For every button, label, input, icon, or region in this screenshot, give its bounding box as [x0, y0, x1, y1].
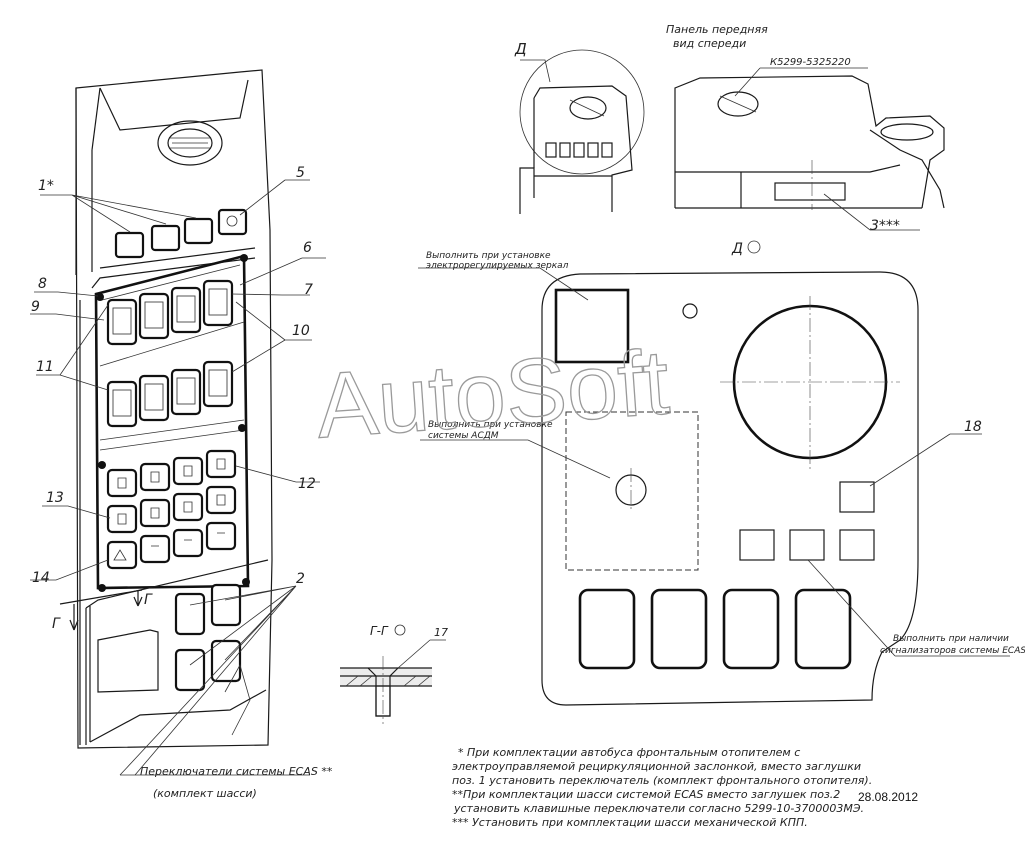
watermark: AutoSoft — [313, 331, 672, 457]
pos-10: 10 — [292, 323, 310, 339]
note-mirrors-2: электрорегулируемых зеркал — [426, 261, 569, 271]
pos-1: 1* — [38, 178, 54, 194]
note-ecas-switch-2: (комплект шасси) — [153, 787, 257, 800]
pos-18: 18 — [964, 419, 982, 435]
rocker-row-2 — [106, 360, 234, 428]
footnote-3: поз. 1 установить переключатель (комплек… — [452, 774, 872, 787]
left-leaders — [30, 179, 326, 776]
pos-2: 2 — [296, 571, 305, 587]
drawing-date: 28.08.2012 — [858, 790, 918, 804]
pos-13: 13 — [46, 490, 64, 506]
note-acdn-1: Выполнить при установке — [428, 420, 553, 430]
view-d-buttons — [545, 142, 613, 158]
pos-3: 3*** — [870, 218, 900, 234]
labels: Панель передняя вид спереди Д К5299-5325… — [31, 23, 1025, 829]
note-ecas-signal-2: сигнализаторов системы ECAS — [880, 646, 1025, 656]
top-plug-buttons — [114, 208, 248, 259]
pos-7: 7 — [304, 282, 313, 298]
front-view-title-1: Панель передняя — [666, 23, 768, 36]
footnote-4: **При комплектации шасси системой ECAS в… — [452, 788, 840, 801]
note-ecas-signal-1: Выполнить при наличии — [893, 634, 1009, 644]
section-g-label: Г-Г — [370, 624, 389, 638]
note-acdn-2: системы АСДМ — [428, 431, 499, 441]
pos-17: 17 — [434, 626, 448, 639]
ecas-switches — [174, 583, 242, 692]
pos-8: 8 — [38, 276, 47, 292]
section-g-g — [340, 639, 446, 724]
rotation-circle-icon — [394, 624, 406, 636]
view-d-label: Д — [514, 40, 527, 58]
footnote-2: электроуправляемой рециркуляционной засл… — [452, 760, 861, 773]
switch-grid — [106, 449, 237, 570]
pos-5: 5 — [296, 165, 305, 181]
mounting-dots — [96, 254, 250, 592]
section-arrow-left: Г — [52, 616, 61, 632]
pos-12: 12 — [298, 476, 316, 492]
note-mirrors-1: Выполнить при установке — [426, 251, 551, 261]
footnote-6: *** Установить при комплектации шасси ме… — [452, 816, 808, 829]
view-d-layout — [418, 267, 1010, 706]
footnote-5: установить клавишные переключатели согла… — [453, 802, 864, 815]
pos-14: 14 — [32, 570, 50, 586]
part-number: К5299-5325220 — [770, 57, 851, 68]
note-ecas-switch-1: Переключатели системы ECAS ** — [140, 765, 333, 778]
footnote-1: * При комплектации автобуса фронтальным … — [458, 746, 800, 759]
view-d-section-label: Д — [731, 241, 743, 257]
rocker-row-1 — [106, 279, 234, 346]
front-view-title-2: вид спереди — [673, 37, 746, 50]
hazard-triangle-icon — [113, 549, 127, 561]
pos-11: 11 — [36, 359, 54, 375]
rotation-circle-icon — [747, 240, 761, 254]
pos-6: 6 — [303, 240, 312, 256]
section-arrow-right: Г — [144, 592, 153, 608]
pos-9: 9 — [31, 299, 40, 315]
front-view — [519, 49, 945, 231]
